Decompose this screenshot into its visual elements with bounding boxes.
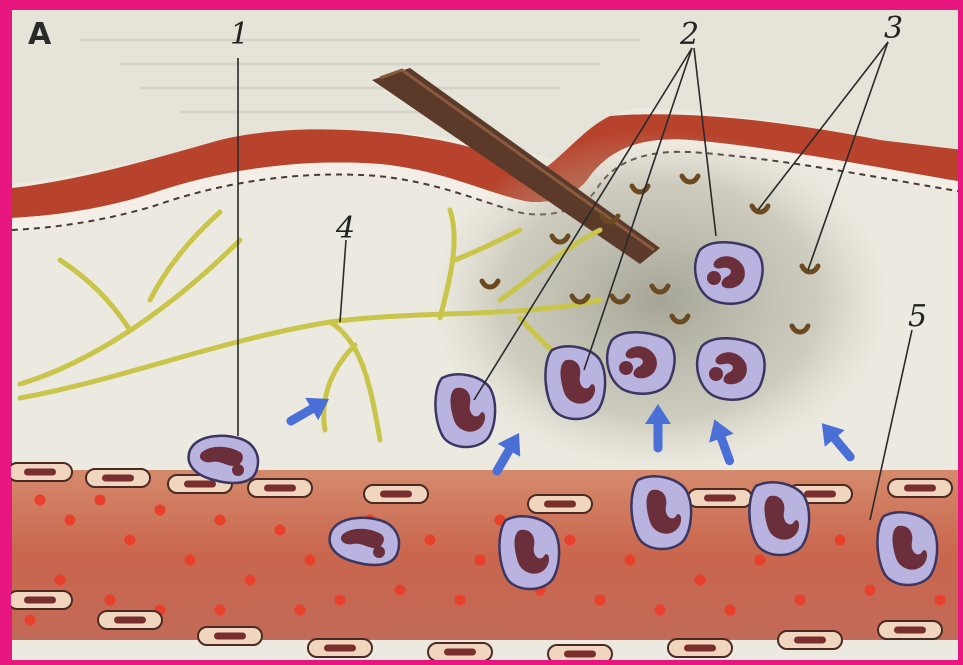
label-1: 1 [230, 17, 249, 52]
label-5: 5 [908, 299, 927, 334]
label-3: 3 [884, 11, 903, 46]
label-4: 4 [335, 211, 355, 246]
label-2: 2 [679, 17, 699, 52]
panel-letter: А [28, 17, 52, 52]
